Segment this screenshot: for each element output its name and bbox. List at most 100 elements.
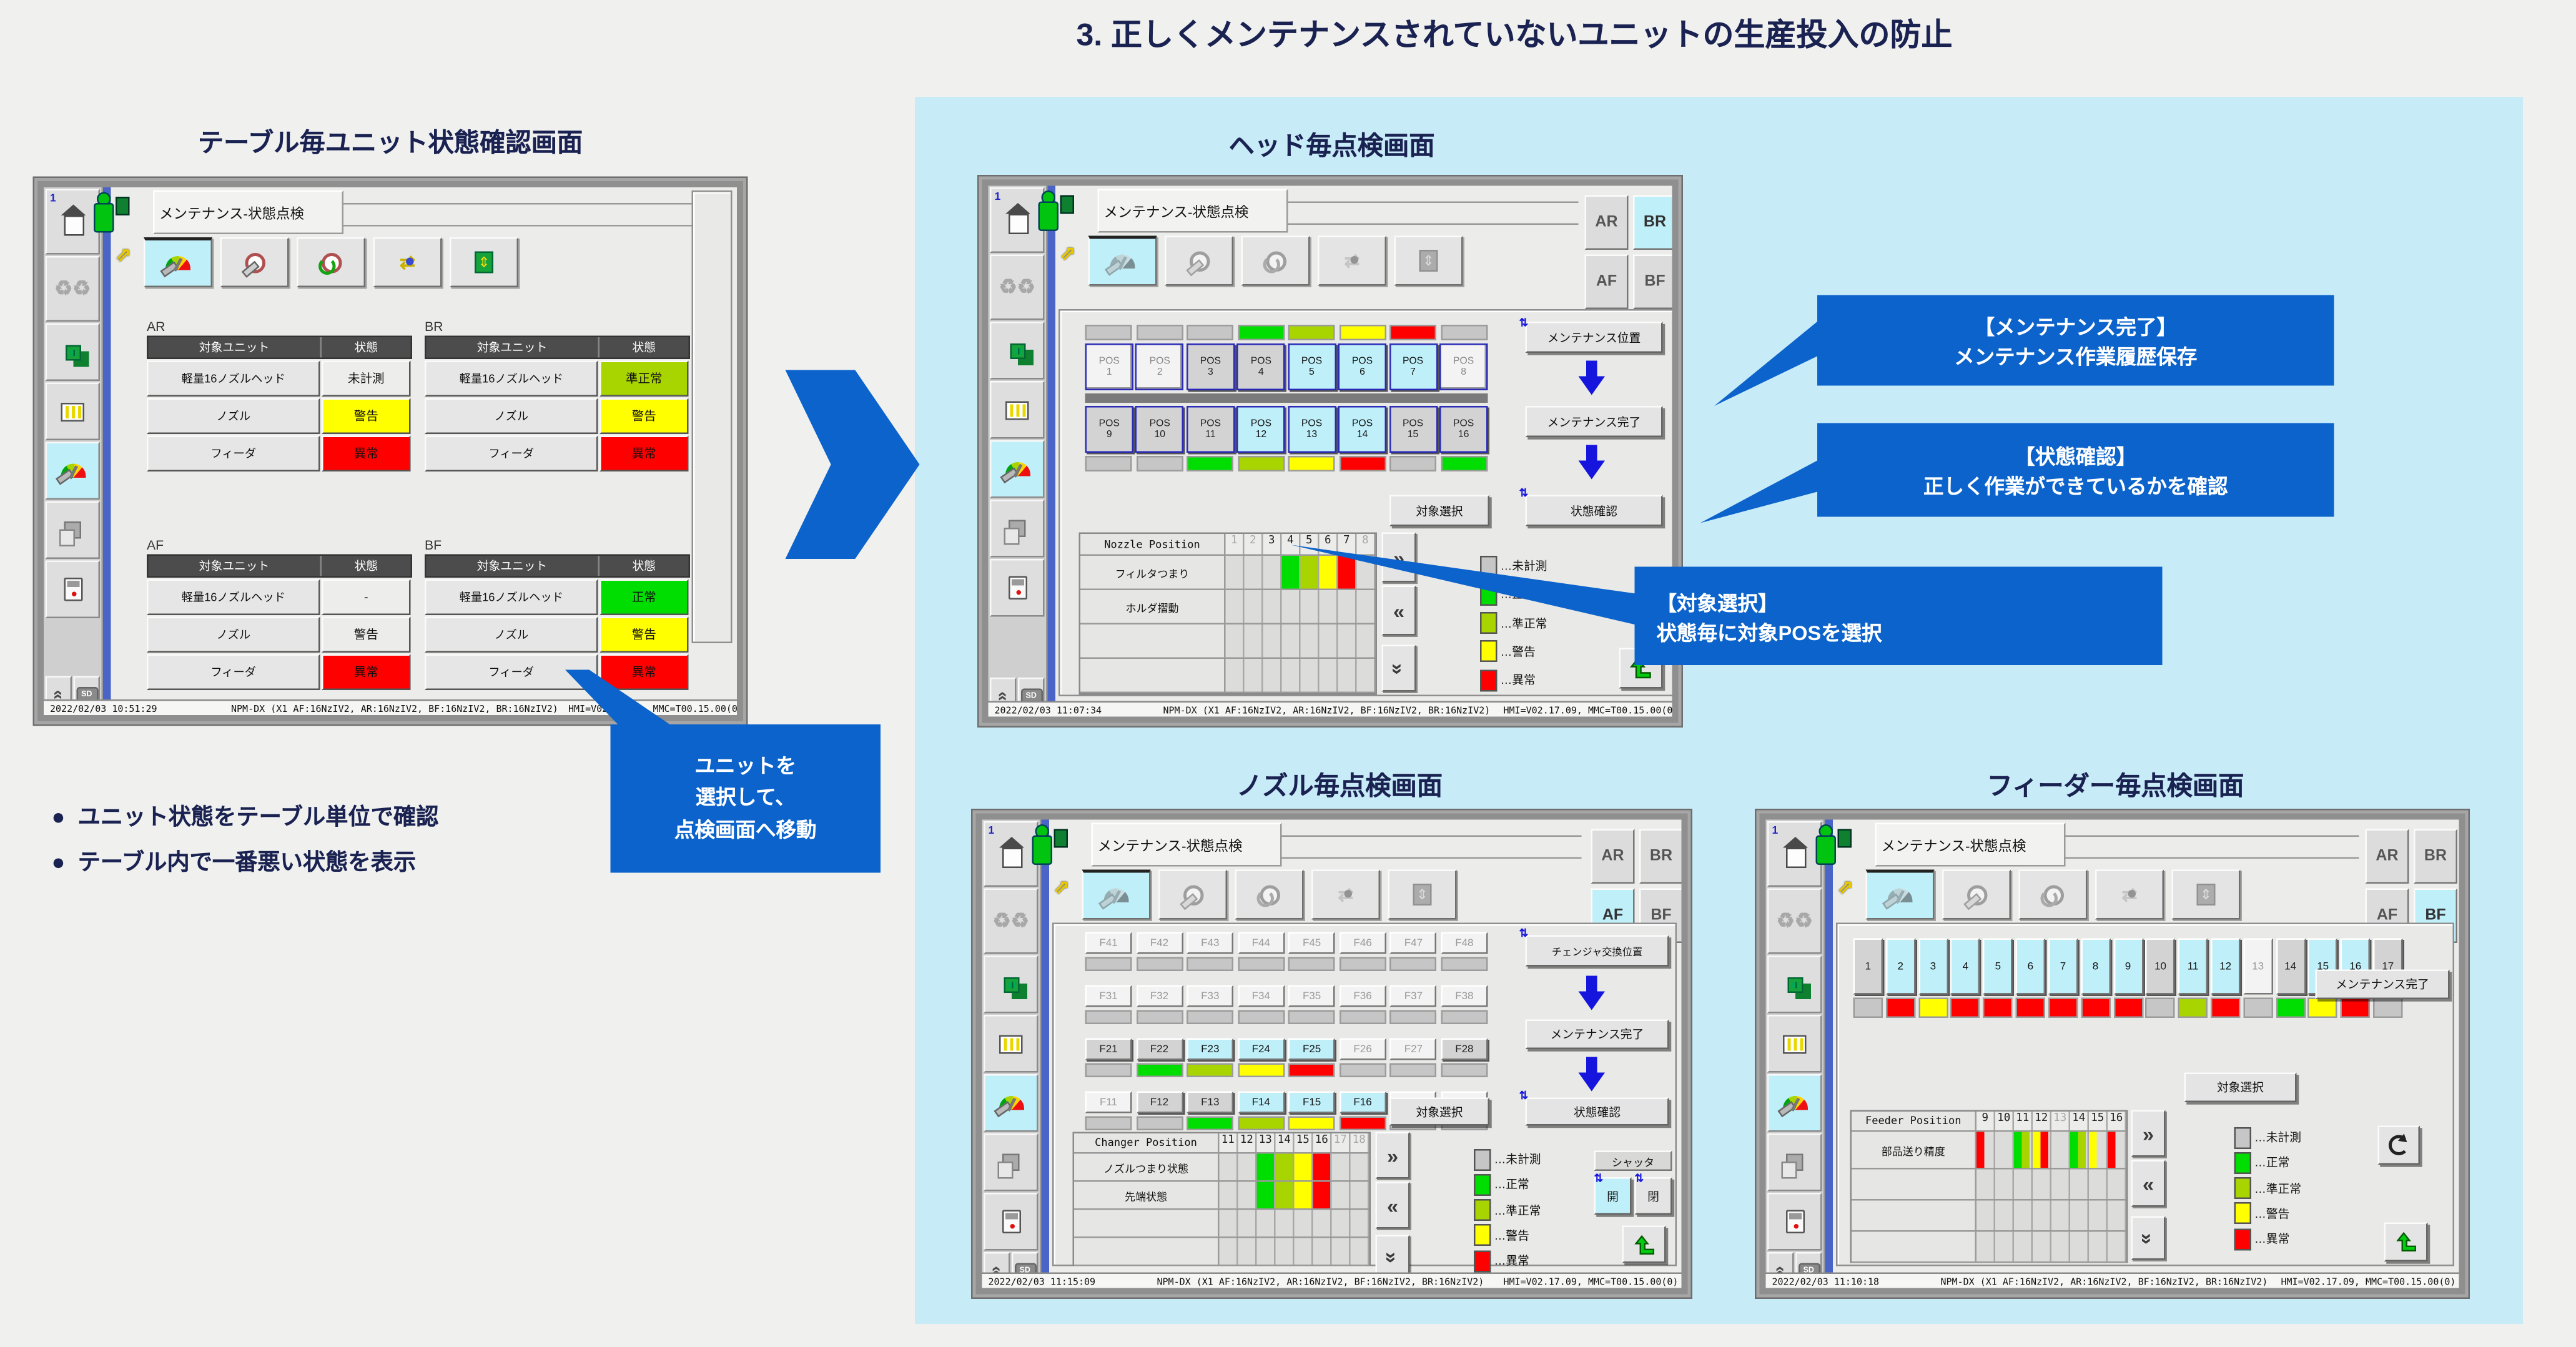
feeder-slot-button[interactable]: 8 <box>2080 938 2111 995</box>
page-next-button[interactable]: » <box>1375 1132 1410 1179</box>
table-tab-BR[interactable]: BR <box>1633 195 1672 250</box>
toolbar-alarm-recycle-button[interactable] <box>297 237 365 287</box>
f-button[interactable]: F26 <box>1339 1038 1386 1060</box>
auto-loop-button[interactable]: ♻♻ <box>990 254 1045 320</box>
shutter-open-button[interactable]: 開 <box>1594 1177 1632 1215</box>
pos-button[interactable]: POS 14 <box>1338 406 1387 453</box>
board-doc-button[interactable] <box>1767 1133 1822 1192</box>
toolbar-alarm-recycle-button[interactable] <box>1241 235 1310 286</box>
status-check-button[interactable]: 状態確認 <box>1525 495 1663 526</box>
f-button[interactable]: F21 <box>1085 1038 1132 1060</box>
auto-loop-button[interactable]: ♻♻ <box>1767 888 1822 954</box>
machine-button[interactable] <box>984 1193 1039 1251</box>
feeder-slot-button[interactable]: 7 <box>2048 938 2078 995</box>
target-select-button[interactable]: 対象選択 <box>1389 1097 1489 1126</box>
page-prev-button[interactable]: « <box>1375 1182 1410 1229</box>
table-row[interactable]: 軽量16ノズルヘッド- <box>147 579 412 615</box>
board-doc-button[interactable] <box>45 501 100 559</box>
f-button[interactable]: F32 <box>1135 985 1183 1007</box>
return-button[interactable] <box>2384 1222 2428 1261</box>
toolbar-board-measure-button[interactable]: ⇕ <box>2171 869 2241 920</box>
board-transfer-button[interactable] <box>984 955 1039 1014</box>
machine-button[interactable] <box>45 560 100 618</box>
maintenance-done-button[interactable]: メンテナンス完了 <box>1525 1019 1669 1049</box>
status-check-button[interactable]: 状態確認 <box>1525 1097 1669 1126</box>
f-button[interactable]: F36 <box>1339 985 1386 1007</box>
table-tab-AR[interactable]: AR <box>1591 829 1635 884</box>
f-button[interactable]: F48 <box>1441 932 1488 954</box>
toolbar-maintenance-status-button[interactable] <box>1865 869 1935 920</box>
table-row[interactable]: ノズル警告 <box>147 616 412 653</box>
table-tab-AF[interactable]: AF <box>1584 254 1629 309</box>
toolbar-maintenance-status-button[interactable] <box>144 237 212 287</box>
table-tab-BF[interactable]: BF <box>1633 254 1672 309</box>
pos-button[interactable]: POS 3 <box>1186 343 1235 390</box>
table-row[interactable]: 軽量16ノズルヘッド正常 <box>425 579 690 615</box>
maintenance-position-button[interactable]: メンテナンス位置 <box>1525 322 1663 353</box>
board-doc-button[interactable] <box>984 1133 1039 1192</box>
page-next-button[interactable]: » <box>1381 532 1416 583</box>
auto-loop-button[interactable]: ♻♻ <box>984 888 1039 954</box>
f-button[interactable]: F45 <box>1288 932 1336 954</box>
refresh-button[interactable] <box>2377 1125 2420 1165</box>
home-button[interactable]: 1 <box>984 821 1039 887</box>
f-button[interactable]: F12 <box>1135 1091 1183 1113</box>
pos-button[interactable]: POS 8 <box>1439 343 1488 390</box>
f-button[interactable]: F22 <box>1135 1038 1183 1060</box>
sd-card-button[interactable]: SD <box>1018 678 1045 715</box>
page-down-button[interactable]: » <box>1381 644 1416 692</box>
machine-button[interactable] <box>990 559 1045 617</box>
toolbar-alarm-wrench-button[interactable] <box>1942 869 2011 920</box>
maintenance-status-button[interactable] <box>45 442 100 500</box>
feeder-slot-button[interactable]: 2 <box>1885 938 1916 995</box>
feeder-slot-button[interactable]: 10 <box>2145 938 2176 995</box>
f-button[interactable]: F35 <box>1288 985 1336 1007</box>
page-prev-button[interactable]: « <box>2131 1160 2166 1207</box>
table-row[interactable]: フィーダ異常 <box>147 435 412 471</box>
f-button[interactable]: F23 <box>1187 1038 1234 1060</box>
pos-button[interactable]: POS 16 <box>1439 406 1488 453</box>
pos-button[interactable]: POS 9 <box>1085 406 1133 453</box>
toolbar-board-measure-button[interactable]: ⇕ <box>1394 235 1463 286</box>
chart-report-button[interactable] <box>990 381 1045 439</box>
f-button[interactable]: F44 <box>1237 932 1285 954</box>
feeder-slot-button[interactable]: 14 <box>2275 938 2306 995</box>
feeder-slot-button[interactable]: 1 <box>1853 938 1883 995</box>
toolbar-transfer-button[interactable]: ⇄ <box>1318 235 1386 286</box>
maintenance-status-button[interactable] <box>990 440 1045 498</box>
home-button[interactable]: 1 <box>1767 821 1822 887</box>
auto-loop-button[interactable]: ♻♻ <box>45 256 100 322</box>
pos-button[interactable]: POS 13 <box>1287 406 1336 453</box>
feeder-slot-button[interactable]: 9 <box>2113 938 2143 995</box>
toolbar-maintenance-status-button[interactable] <box>1082 869 1151 920</box>
f-button[interactable]: F43 <box>1187 932 1234 954</box>
pos-button[interactable]: POS 5 <box>1287 343 1336 390</box>
f-button[interactable]: F11 <box>1085 1091 1132 1113</box>
pos-button[interactable]: POS 6 <box>1338 343 1387 390</box>
feeder-slot-button[interactable]: 11 <box>2178 938 2208 995</box>
pos-button[interactable]: POS 10 <box>1135 406 1185 453</box>
pos-button[interactable]: POS 4 <box>1236 343 1286 390</box>
feeder-slot-button[interactable]: 4 <box>1950 938 1981 995</box>
f-button[interactable]: F24 <box>1237 1038 1285 1060</box>
f-button[interactable]: F33 <box>1187 985 1234 1007</box>
target-select-button[interactable]: 対象選択 <box>1389 495 1489 526</box>
table-row[interactable]: 軽量16ノズルヘッド準正常 <box>425 360 690 397</box>
toolbar-transfer-button[interactable]: ⇄ <box>1311 869 1380 920</box>
f-button[interactable]: F42 <box>1135 932 1183 954</box>
pos-button[interactable]: POS 2 <box>1135 343 1185 390</box>
pos-button[interactable]: POS 12 <box>1236 406 1286 453</box>
shutter-close-button[interactable]: 閉 <box>1634 1177 1672 1215</box>
f-button[interactable]: F16 <box>1339 1091 1386 1113</box>
maintenance-status-button[interactable] <box>1767 1074 1822 1132</box>
maintenance-done-button[interactable]: メンテナンス完了 <box>2315 969 2450 999</box>
f-button[interactable]: F28 <box>1441 1038 1488 1060</box>
feeder-slot-button[interactable]: 6 <box>2015 938 2046 995</box>
chart-report-button[interactable] <box>45 382 100 440</box>
page-next-button[interactable]: » <box>2131 1110 2166 1157</box>
